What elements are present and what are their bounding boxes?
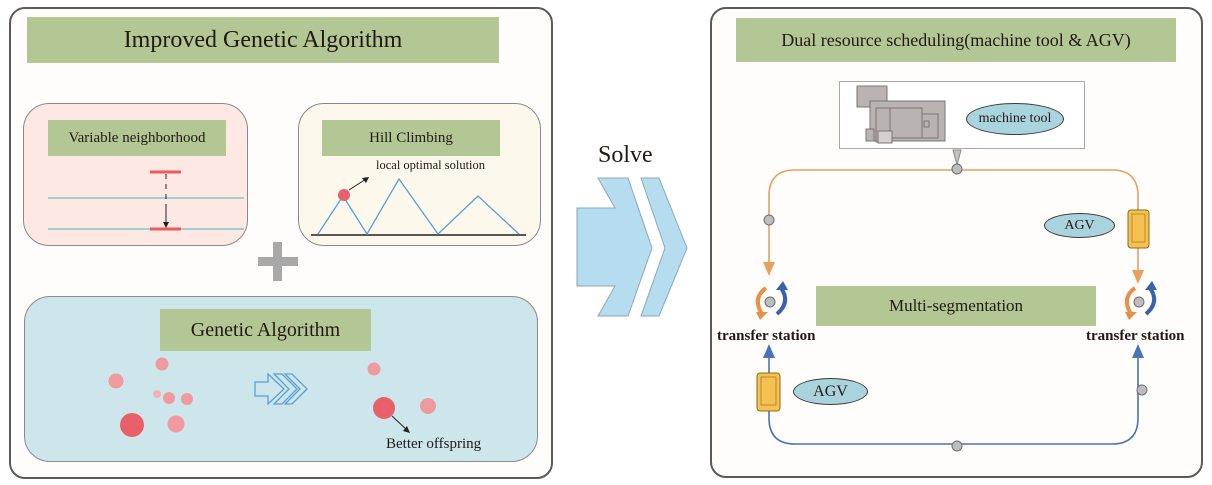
orange-arrow-head-left bbox=[763, 262, 775, 276]
improved-ga-title: Improved Genetic Algorithm bbox=[27, 17, 499, 63]
route-node bbox=[763, 214, 775, 226]
variable-neighborhood-title: Variable neighborhood bbox=[48, 120, 226, 156]
population-particle bbox=[108, 373, 124, 389]
machine-tool-label: machine tool bbox=[966, 103, 1064, 135]
transfer-station-icon-left bbox=[755, 281, 788, 320]
evolution-arrow-icon bbox=[254, 372, 308, 406]
transfer-station-label-right: transfer station bbox=[1086, 328, 1185, 344]
jump-arrow-head bbox=[163, 222, 169, 228]
population-particle bbox=[153, 390, 161, 398]
offspring-particle bbox=[367, 362, 381, 376]
variable-neighborhood-diagram bbox=[48, 170, 244, 231]
best-offspring-particle bbox=[373, 397, 395, 419]
route-node bbox=[951, 440, 963, 452]
genetic-algorithm-title: Genetic Algorithm bbox=[160, 309, 371, 351]
multi-segmentation-label: Multi-segmentation bbox=[816, 286, 1096, 326]
transfer-station-label-left: transfer station bbox=[717, 328, 816, 344]
better-offspring-arrow bbox=[391, 415, 408, 431]
blue-arrow-head-left bbox=[763, 344, 775, 358]
agv-vehicle-icon-bottom bbox=[756, 372, 781, 412]
offspring-particle bbox=[420, 398, 436, 414]
orange-arrow-head-right bbox=[1132, 270, 1144, 284]
machine-tool-icon bbox=[856, 85, 946, 144]
local-optimal-arrow-head bbox=[362, 177, 369, 183]
solve-arrow-icon bbox=[576, 177, 688, 317]
plus-icon bbox=[258, 242, 298, 281]
dual-resource-title: Dual resource scheduling(machine tool & … bbox=[736, 18, 1176, 62]
population-particle bbox=[163, 392, 175, 404]
solve-label: Solve bbox=[598, 142, 653, 168]
blue-arrow-head-right bbox=[1132, 344, 1144, 358]
hill-climbing-title: Hill Climbing bbox=[322, 120, 500, 156]
transfer-station-icon-right bbox=[1124, 281, 1157, 320]
route-node bbox=[951, 163, 963, 175]
population-particle bbox=[167, 415, 185, 433]
genetic-algorithm-diagram bbox=[108, 357, 436, 437]
better-offspring-arrow-head bbox=[403, 426, 410, 433]
better-offspring-label: Better offspring bbox=[386, 436, 482, 452]
local-optimal-arrow bbox=[348, 178, 367, 191]
agv-label-top: AGV bbox=[1044, 213, 1115, 238]
population-particle bbox=[155, 357, 169, 371]
hill-climbing-diagram bbox=[311, 177, 526, 236]
machine-connector bbox=[952, 149, 962, 167]
population-particle bbox=[120, 413, 144, 437]
agv-vehicle-icon-top bbox=[1127, 209, 1150, 249]
population-particle bbox=[181, 393, 193, 405]
current-solution-dot bbox=[338, 189, 350, 201]
local-optimal-label: local optimal solution bbox=[376, 158, 486, 172]
agv-label-bottom: AGV bbox=[793, 378, 868, 405]
route-node bbox=[1136, 384, 1148, 396]
